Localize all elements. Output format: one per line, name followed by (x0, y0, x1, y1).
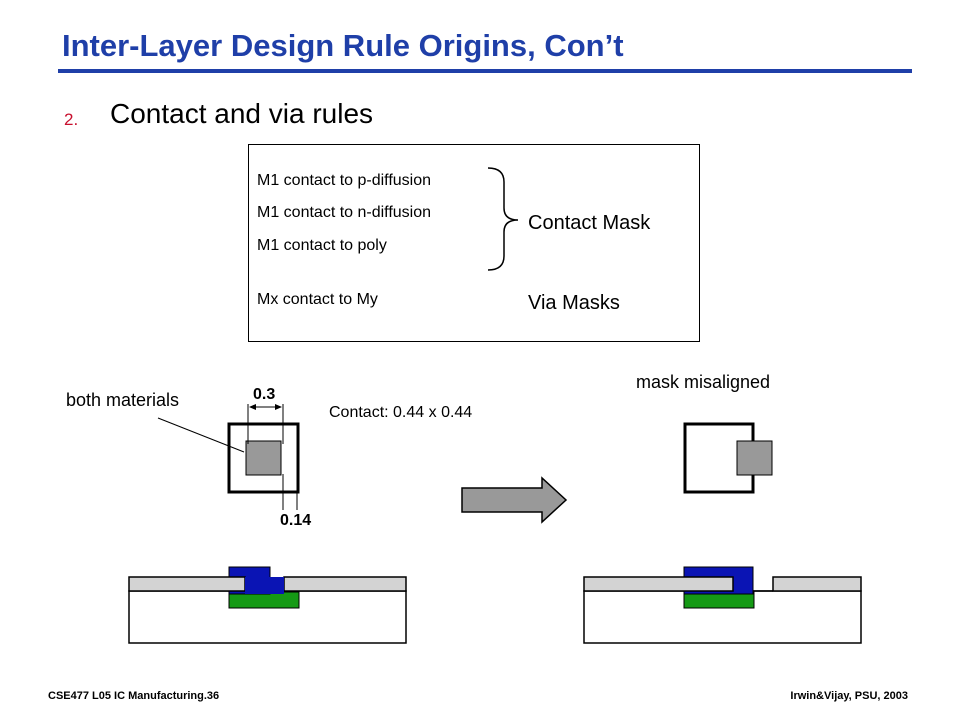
dimension-top: 0.3 (253, 386, 276, 403)
bullet-number: 2. (64, 110, 79, 129)
aligned-metal-fill (245, 577, 284, 594)
mask-misaligned-label: mask misaligned (636, 372, 771, 392)
contact-size-label: Contact: 0.44 x 0.44 (329, 404, 473, 421)
rules-box (248, 144, 700, 342)
contact-mask-brace (487, 167, 519, 271)
footer-left: CSE477 L05 IC Manufacturing.36 (48, 690, 220, 702)
aligned-contact-square (245, 440, 282, 476)
aligned-oxide-left (128, 576, 246, 592)
contact-mask-label: Contact Mask (528, 212, 651, 234)
misaligned-contact-square (736, 440, 773, 476)
transition-arrow (461, 476, 568, 524)
dimension-bottom: 0.14 (280, 512, 312, 529)
dim-arrowhead-left (249, 404, 256, 410)
title-underline (58, 69, 912, 73)
misaligned-outer-square (683, 422, 755, 494)
misaligned-oxide-right (772, 576, 862, 592)
leader-both-materials (157, 417, 245, 453)
footer-right: Irwin&Vijay, PSU, 2003 (790, 690, 908, 702)
dim-arrowhead-right (275, 404, 282, 410)
rule-m1-poly: M1 contact to poly (257, 237, 387, 254)
misaligned-oxide-left (583, 576, 734, 592)
bullet-text: Contact and via rules (110, 98, 374, 129)
aligned-oxide-right (283, 576, 407, 592)
slide-title: Inter-Layer Design Rule Origins, Con’t (62, 28, 624, 63)
rule-m1-pdiff: M1 contact to p-diffusion (257, 172, 432, 189)
rule-m1-ndiff: M1 contact to n-diffusion (257, 204, 432, 221)
rule-mx-my: Mx contact to My (257, 291, 378, 308)
both-materials-label: both materials (66, 390, 180, 410)
via-masks-label: Via Masks (528, 292, 620, 314)
